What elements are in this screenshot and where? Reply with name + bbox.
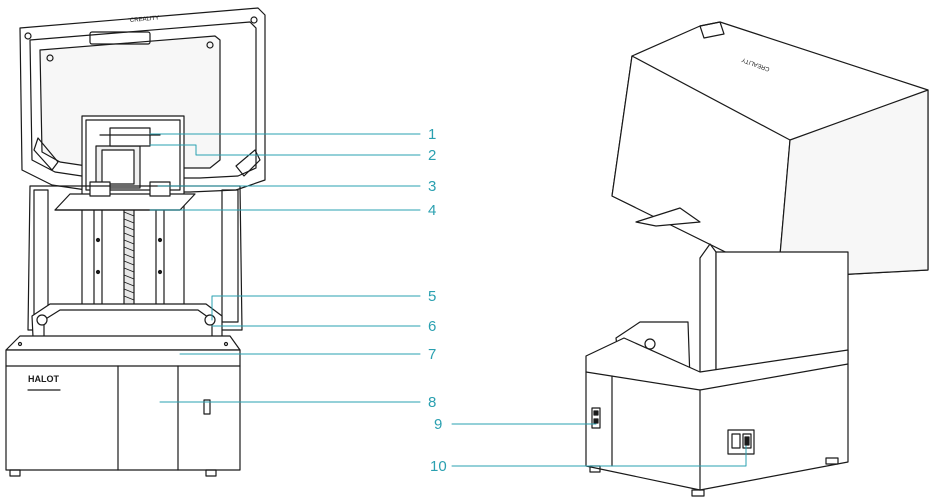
front-printer: CREALITY: [5, 7, 266, 477]
callout-number-6: 6: [428, 318, 437, 335]
leader-line-5: [211, 295, 421, 321]
callout-number-4: 4: [428, 202, 437, 219]
z-axis-assembly: [81, 115, 185, 313]
callout-number-8: 8: [428, 394, 437, 411]
callout-number-7: 7: [428, 346, 437, 363]
callout-number-2: 2: [428, 147, 437, 164]
leader-line-10: [451, 445, 747, 467]
callout-number-1: 1: [428, 126, 437, 143]
leader-line-2: [149, 144, 421, 156]
callout-number-5: 5: [428, 288, 437, 305]
callout-number-9: 9: [434, 416, 443, 433]
front-cabinet: [5, 335, 241, 477]
callout-number-10: 10: [430, 458, 447, 475]
back-lid: CREALITY: [611, 21, 929, 279]
callout-number-3: 3: [428, 178, 437, 195]
callout-leaders: [149, 133, 747, 467]
back-cabinet: [585, 337, 849, 497]
lid-logo-front: CREALITY: [130, 15, 160, 24]
back-printer: CREALITY: [585, 21, 929, 497]
front-logo: HALOT: [28, 374, 59, 384]
